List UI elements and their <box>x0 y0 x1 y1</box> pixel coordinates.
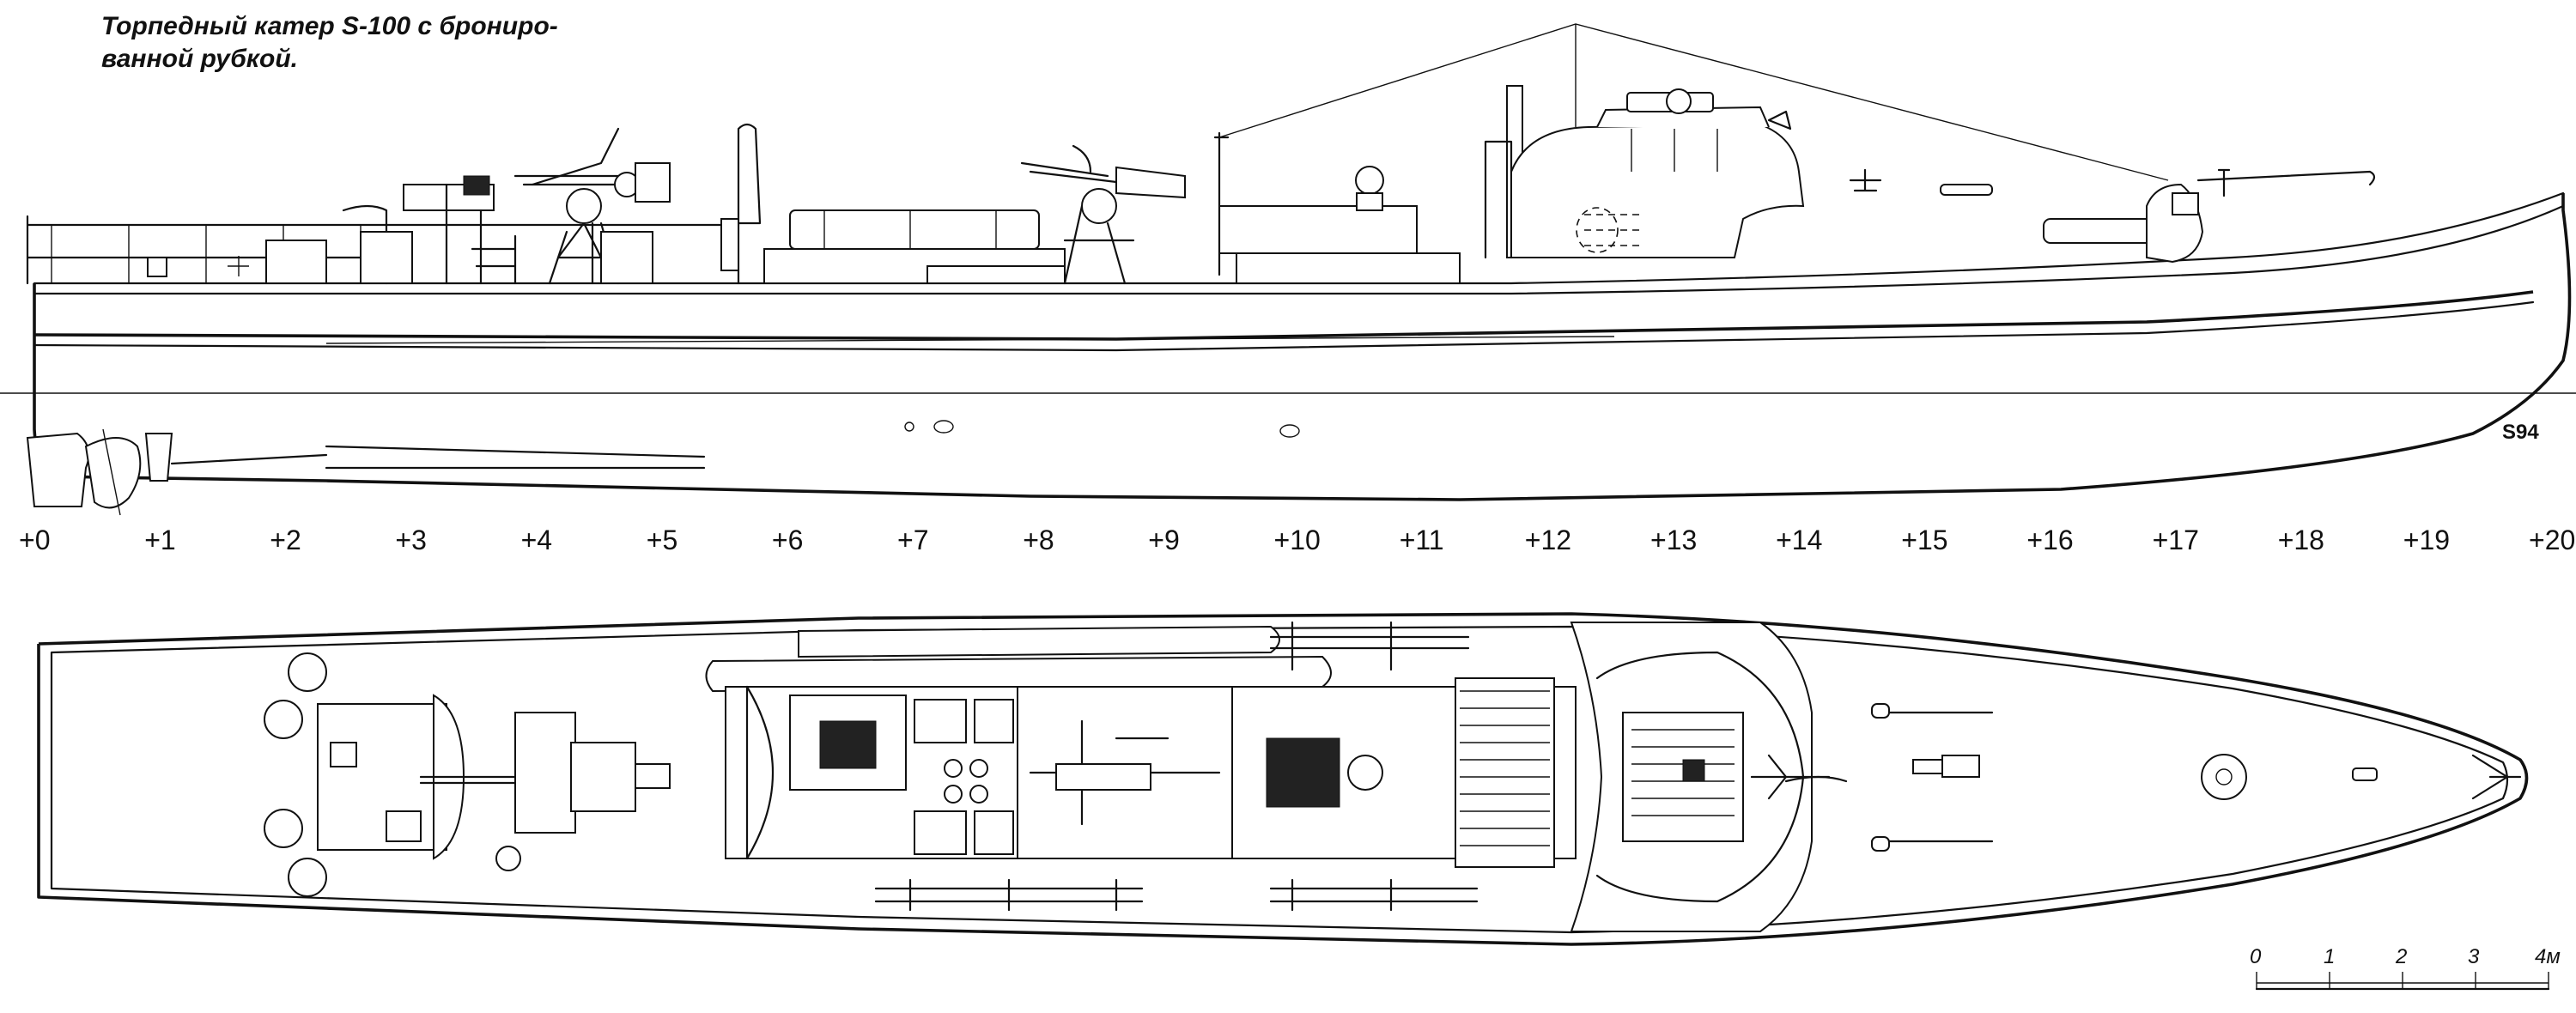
caption-line-2: ванной рубкой. <box>101 45 298 73</box>
torpedo-reloads <box>705 621 1479 912</box>
station-label: +10 <box>1274 525 1321 555</box>
station-label: +19 <box>2403 525 2450 555</box>
hull-outline <box>33 193 2572 501</box>
central-deckhouse <box>725 685 1456 860</box>
station-label: +11 <box>1400 525 1444 555</box>
station-label: +18 <box>2278 525 2324 555</box>
station-label: +5 <box>647 525 677 555</box>
station-label: +16 <box>2026 525 2073 555</box>
porthole <box>933 420 954 434</box>
station-label: +14 <box>1776 525 1822 555</box>
plan-view <box>37 612 2529 946</box>
station-label: +6 <box>772 525 803 555</box>
rudder-propeller <box>26 428 328 516</box>
station-label: +17 <box>2153 525 2199 555</box>
caption: Торпедный катер S-100 с брониро- ванной … <box>101 12 558 73</box>
station-label: +7 <box>897 525 928 555</box>
station-label: +0 <box>19 525 50 555</box>
scale-label-3: 3 <box>2468 945 2480 968</box>
keel-line <box>325 445 706 470</box>
scale-label-1: 1 <box>2324 945 2335 968</box>
aft-gun-plan <box>317 694 671 871</box>
bollard <box>147 257 167 277</box>
twin-20mm-aft <box>513 127 671 285</box>
station-label: +4 <box>521 525 552 555</box>
rigging <box>1218 23 2169 181</box>
station-label: +13 <box>1650 525 1697 555</box>
reload-rack <box>763 209 1066 284</box>
armoured-wheelhouse <box>1510 88 1805 258</box>
vent-hole <box>944 785 963 804</box>
deck-edge <box>33 191 2565 285</box>
caption-line-1: Торпедный катер S-100 с брониро- <box>101 12 558 40</box>
station-label: +1 <box>144 525 175 555</box>
scale-bar: 0 1 2 3 4м <box>2250 945 2561 991</box>
vent-hole <box>944 759 963 778</box>
aft-gun <box>360 175 517 285</box>
station-label: +9 <box>1148 525 1179 555</box>
station-label: +3 <box>395 525 426 555</box>
gunwale-line <box>33 204 2565 295</box>
vent-hole <box>969 785 988 804</box>
artist-signature: S94 <box>2502 421 2539 444</box>
porthole <box>904 422 914 432</box>
station-label: +8 <box>1023 525 1054 555</box>
plan-hull-outline <box>37 612 2529 946</box>
side-profile-view: S94 <box>0 23 2576 516</box>
plan-deck-edge <box>50 625 2509 934</box>
rubbing-strake <box>33 290 2534 341</box>
station-label: +15 <box>1901 525 1947 555</box>
scale-label-0: 0 <box>2250 945 2262 968</box>
depth-charges <box>264 652 327 897</box>
foredeck-fittings <box>1784 703 2522 852</box>
bridge-equipment <box>1213 131 1461 284</box>
scale-label-2: 2 <box>2395 945 2407 968</box>
bow-torpedo-tube <box>2043 170 2376 264</box>
scale-label-end: 4м <box>2535 945 2561 968</box>
boot-topping <box>33 300 2535 352</box>
vent-hole <box>969 759 988 778</box>
deck-box <box>265 240 327 284</box>
twin-20mm-mid <box>1020 144 1186 285</box>
station-label: +2 <box>270 525 301 555</box>
station-label: +20 <box>2529 525 2575 555</box>
station-label: +12 <box>1525 525 1571 555</box>
station-marks: +0 +1 +2 +3 +4 +5 +6 +7 +8 +9 +10 +11 +12 +13 +14 +15 +1… <box>19 525 2575 555</box>
porthole <box>1279 424 1300 438</box>
bridge-plan <box>1455 622 1831 932</box>
aft-mast-frame <box>737 123 762 285</box>
